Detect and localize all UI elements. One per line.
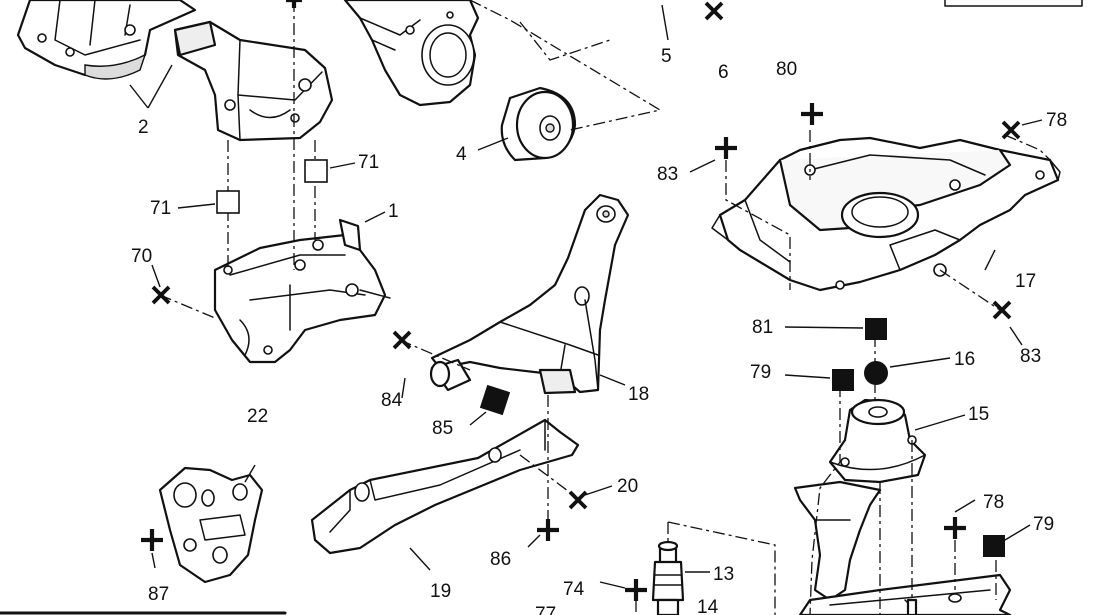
callout-4: 4 xyxy=(456,144,467,165)
callout-17: 17 xyxy=(1015,271,1036,292)
callout-16: 16 xyxy=(954,349,975,370)
part-22-plate xyxy=(158,466,264,584)
plus-fastener-icon xyxy=(141,0,966,601)
callout-5: 5 xyxy=(661,46,672,67)
frame-corner xyxy=(944,0,1083,7)
callout-70: 70 xyxy=(131,246,152,267)
callout-87: 87 xyxy=(148,584,169,605)
callout-79-lower: 79 xyxy=(1033,514,1054,535)
callout-6: 6 xyxy=(718,62,729,83)
callout-85: 85 xyxy=(432,418,453,439)
callout-13: 13 xyxy=(713,564,734,585)
part-5-cradle xyxy=(343,0,480,107)
callout-18: 18 xyxy=(628,384,649,405)
x-fastener-icon xyxy=(151,1,1021,510)
callout-78-upper: 78 xyxy=(1046,110,1067,131)
part-17-tray xyxy=(711,136,1061,292)
callout-80: 80 xyxy=(776,59,797,80)
filled-circle-icon xyxy=(864,361,888,385)
callout-2: 2 xyxy=(138,117,149,138)
callout-1: 1 xyxy=(388,201,399,222)
part-1-lower-bracket xyxy=(213,218,391,364)
part-13-stud xyxy=(651,540,685,615)
part-lower-frame xyxy=(793,480,1012,615)
callout-labels: 2 5 6 4 1 71 71 70 18 84 85 20 86 19 22 … xyxy=(131,46,1067,615)
callout-83-right: 83 xyxy=(1020,346,1041,367)
callout-79-upper: 79 xyxy=(750,362,771,383)
part-18-arm xyxy=(429,193,630,395)
callout-71-upper: 71 xyxy=(358,152,379,173)
callout-86: 86 xyxy=(490,549,511,570)
callout-71-lower: 71 xyxy=(150,198,171,219)
callout-84: 84 xyxy=(381,390,403,411)
leader-lines xyxy=(129,4,1043,589)
part-19-strap xyxy=(310,418,580,555)
open-square-icon xyxy=(216,159,328,214)
part-2-mount-assembly xyxy=(16,0,334,142)
callout-14: 14 xyxy=(697,597,719,615)
part-15-mount xyxy=(828,398,927,484)
callout-22: 22 xyxy=(247,406,268,427)
callout-19: 19 xyxy=(430,581,451,602)
callout-78-lower: 78 xyxy=(983,492,1004,513)
callout-83-left: 83 xyxy=(657,164,678,185)
callout-77: 77 xyxy=(535,604,556,615)
filled-square-icon xyxy=(479,318,1005,557)
centerlines xyxy=(159,0,1051,615)
part-4-bushing xyxy=(500,86,577,162)
callout-74: 74 xyxy=(563,579,585,600)
callout-15: 15 xyxy=(968,404,989,425)
callout-20: 20 xyxy=(617,476,638,497)
callout-81: 81 xyxy=(752,317,773,338)
